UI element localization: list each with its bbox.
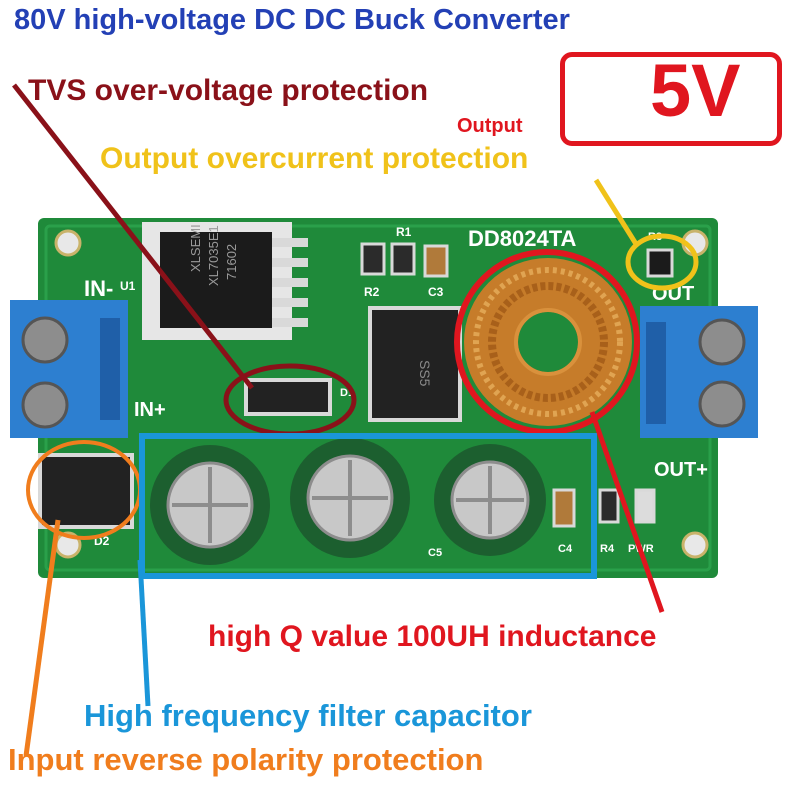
r2-label: R2 xyxy=(364,285,380,299)
mounting-hole xyxy=(54,229,82,257)
smd-c3 xyxy=(423,244,449,278)
r4-label: R4 xyxy=(600,543,615,555)
inductance-leader-line xyxy=(589,411,665,613)
voltage-badge-box xyxy=(560,52,782,146)
ic-marking-1: XLSEMI xyxy=(188,224,203,272)
terminal-screw xyxy=(21,381,69,429)
mounting-hole xyxy=(681,531,709,559)
ic-marking-2: XL7035E1 xyxy=(206,225,221,286)
terminal-screw xyxy=(698,318,746,366)
capacitor-label: High frequency filter capacitor xyxy=(84,698,532,733)
in-minus-label: IN- xyxy=(84,276,113,301)
smd-r1 xyxy=(390,242,416,276)
regulator-ic xyxy=(160,232,272,328)
tvs-leader-line xyxy=(12,83,254,390)
c3-label: C3 xyxy=(428,285,444,299)
smd-r3 xyxy=(646,248,674,278)
inductor-highlight-ring xyxy=(454,249,640,435)
overcurrent-highlight-ring xyxy=(625,233,699,291)
overcurrent-leader-line xyxy=(593,178,639,246)
diode-marking: SS5 xyxy=(417,360,433,387)
board-model: DD8024TA xyxy=(468,226,577,251)
terminal-screw xyxy=(698,380,746,428)
reverse-diode xyxy=(38,453,134,529)
filter-capacitor xyxy=(290,438,410,558)
power-led xyxy=(634,488,656,524)
u1-label: U1 xyxy=(120,279,136,293)
voltage-caption: Output xyxy=(457,115,523,137)
smd-r2 xyxy=(360,242,386,276)
smd-c4 xyxy=(552,488,576,528)
filter-capacitor xyxy=(434,444,546,556)
tvs-label: TVS over-voltage protection xyxy=(28,74,429,107)
in-plus-label: IN+ xyxy=(134,399,166,421)
c4-label: C4 xyxy=(558,543,573,555)
reverse-label: Input reverse polarity protection xyxy=(8,742,484,777)
page-title: 80V high-voltage DC DC Buck Converter xyxy=(14,4,570,36)
overcurrent-label: Output overcurrent protection xyxy=(100,142,529,175)
reverse-leader-line xyxy=(23,519,61,757)
inductance-label: high Q value 100UH inductance xyxy=(208,620,657,653)
voltage-value: 5V xyxy=(650,49,741,132)
terminal-screw xyxy=(21,316,69,364)
schottky-diode xyxy=(368,306,462,422)
filter-capacitor xyxy=(150,445,270,565)
c5-label: C5 xyxy=(428,547,442,559)
capacitor-highlight-box xyxy=(139,433,597,579)
out-plus-label: OUT+ xyxy=(654,459,708,481)
tvs-diode xyxy=(244,378,332,416)
ic-marking-3: 71602 xyxy=(224,244,239,280)
smd-r4 xyxy=(598,488,620,524)
capacitor-leader-line xyxy=(137,559,151,707)
r1-label: R1 xyxy=(396,225,412,239)
